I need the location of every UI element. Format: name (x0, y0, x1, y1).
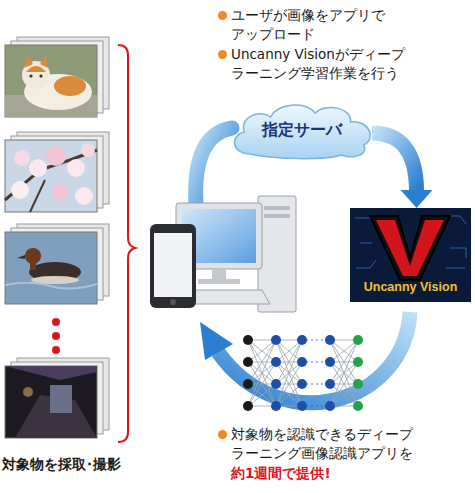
cat-eye (39, 74, 42, 77)
photo-front (5, 45, 97, 117)
hidden-layers (271, 335, 335, 411)
flow-arc (372, 133, 417, 192)
photo-front (5, 232, 97, 304)
flow-connector (372, 133, 433, 208)
input-layer (243, 335, 253, 411)
blossom (81, 143, 95, 157)
duck-beak (17, 255, 25, 259)
phone-body (150, 224, 196, 308)
drive-slot (264, 206, 290, 210)
cloud-text: 指定サーバ (226, 120, 378, 141)
keyboard (186, 290, 270, 304)
monitor-stand (212, 269, 226, 279)
cat-head-patch (26, 66, 46, 72)
logo-text: Uncanny Vision (350, 280, 471, 294)
phone-button (170, 299, 176, 305)
photo-front (5, 366, 97, 438)
phone-screen (154, 233, 192, 297)
logo-v (376, 220, 444, 276)
flow-arc (196, 128, 232, 205)
object (50, 385, 72, 413)
logo-background (350, 208, 471, 302)
logo-v-outline (370, 216, 450, 280)
blossom (67, 159, 85, 177)
highlight-text: 約1週間で提供! (231, 464, 431, 483)
dot (52, 318, 60, 326)
branch (30, 180, 45, 212)
blossom (29, 159, 47, 177)
note-text: 対象物を認識できるディープ ラーニング画像認識アプリを (218, 425, 433, 463)
cat-ear (40, 55, 48, 68)
arrow-head (200, 322, 233, 360)
blossom (75, 187, 93, 205)
photo-cat (5, 37, 109, 117)
neural-network (243, 335, 363, 411)
cat-ear (24, 55, 33, 68)
note-text: Uncanny Visionがディープ ラーニング学習作業を行う (218, 45, 433, 83)
ellipsis-dots (52, 318, 60, 354)
cloud-node: 指定サーバ (226, 100, 378, 160)
cat-eye (29, 74, 32, 77)
photo-dark (5, 358, 109, 438)
blossom (11, 181, 29, 199)
monitor-base (198, 279, 240, 284)
blossom (52, 184, 68, 200)
flow-arc (218, 312, 410, 403)
photo-blossom (5, 132, 109, 212)
dot (52, 346, 60, 354)
object (23, 387, 33, 397)
duck-belly (31, 276, 79, 284)
caption-text: 対象物を採取･撮影 (2, 455, 132, 474)
shadow-shape (5, 366, 97, 380)
connections (248, 340, 358, 406)
output-layer (353, 335, 363, 411)
arrow-head (401, 190, 433, 208)
smartphone (150, 224, 196, 308)
drive-slot (264, 214, 290, 218)
blossom (46, 146, 66, 166)
photo-front (5, 140, 97, 212)
photo-duck (5, 224, 109, 304)
note-text: ユーザが画像をアプリで アップロード (218, 6, 433, 44)
dot (52, 332, 60, 340)
blossom (14, 150, 30, 166)
logo-box: Uncanny Vision (350, 208, 471, 302)
cat-patch (54, 76, 86, 96)
bracket (118, 45, 135, 442)
duck-neck (30, 260, 36, 270)
